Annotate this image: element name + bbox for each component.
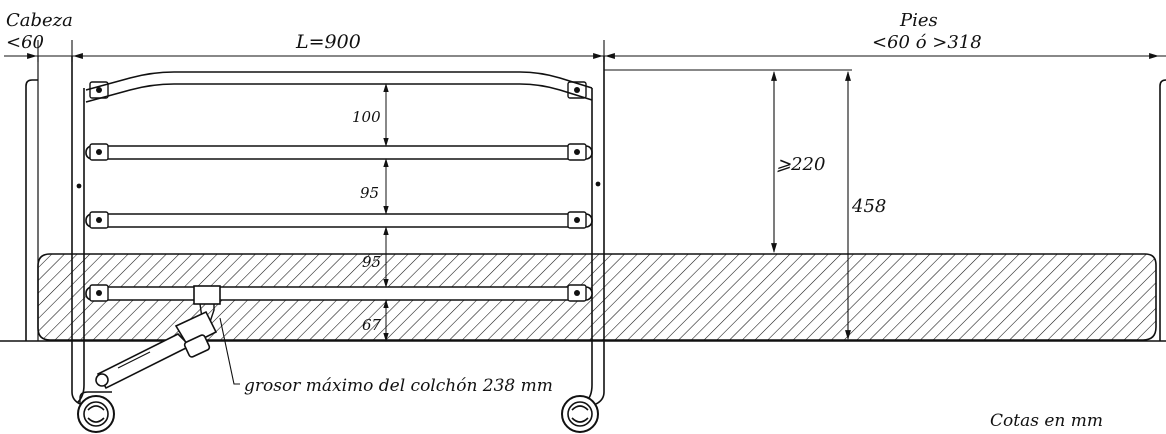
- label-head-gap: <60: [6, 32, 44, 53]
- rail-post-left: [71, 56, 85, 405]
- dimension-top: [4, 40, 1166, 62]
- label-height-220: ⩾220: [776, 154, 825, 175]
- label-units-note: Cotas en mm: [990, 411, 1103, 431]
- rail-bar-3: [85, 286, 593, 301]
- rail-post-right: [585, 56, 605, 405]
- castor-wheel-left: [77, 391, 115, 433]
- rail-latch-lever: [95, 285, 221, 390]
- headboard-outline: [25, 79, 38, 341]
- label-length: L=900: [295, 31, 361, 53]
- label-height-458: 458: [851, 196, 886, 217]
- label-gap-95-lower: 95: [362, 253, 381, 271]
- label-gap-95-upper: 95: [360, 184, 379, 202]
- rail-bar-1: [85, 145, 593, 160]
- label-mattress-note: grosor máximo del colchón 238 mm: [244, 376, 553, 396]
- rail-brackets: [89, 81, 587, 302]
- castor-wheel-right: [561, 395, 599, 433]
- label-gap-100: 100: [352, 108, 381, 126]
- label-gap-67: 67: [362, 316, 382, 334]
- footboard-outline: [1159, 79, 1166, 341]
- rail-bar-2: [85, 213, 593, 228]
- top-rail: [85, 71, 593, 103]
- mattress-note-leader: [219, 317, 240, 385]
- label-foot-gap: <60 ó >318: [872, 32, 982, 53]
- label-head-side: Cabeza: [6, 10, 73, 31]
- dimension-heights: [604, 69, 852, 340]
- label-foot-side: Pies: [899, 10, 938, 31]
